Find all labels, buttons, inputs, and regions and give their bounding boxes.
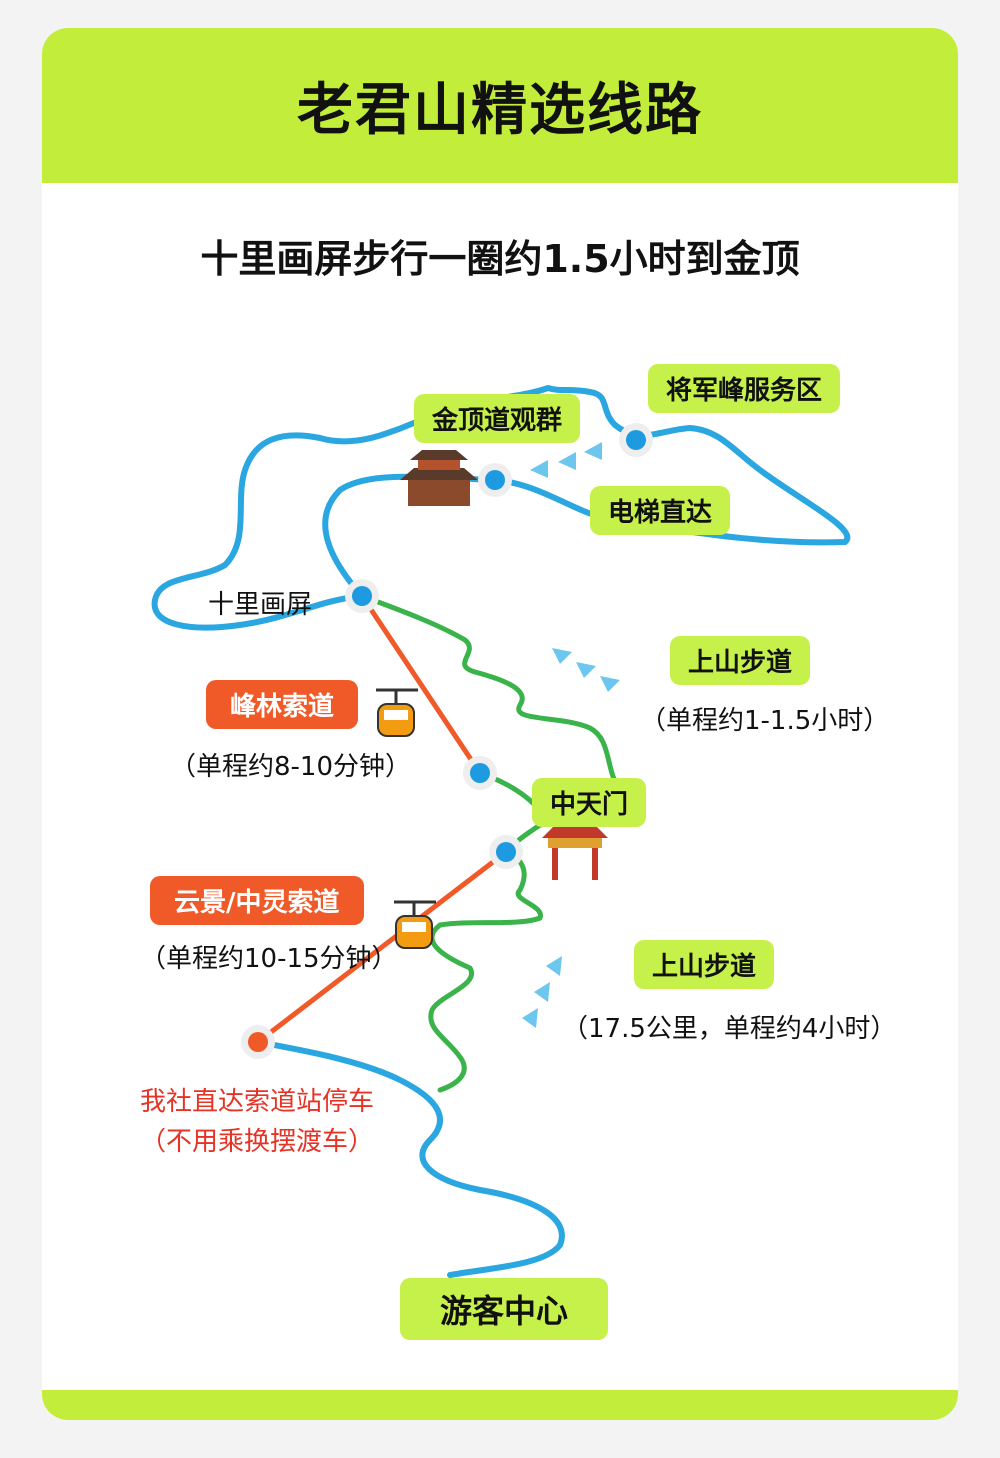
- node-shilihuaping: [345, 579, 379, 613]
- label-trail-upper-note: （单程约1-1.5小时）: [640, 706, 890, 736]
- label-trail-upper: 上山步道: [670, 636, 811, 685]
- cableway-fenglin: [359, 593, 483, 776]
- label-trail-lower-note: （17.5公里，单程约4小时）: [562, 1014, 897, 1044]
- header-bar: 老君山精选线路: [42, 28, 958, 183]
- cable-car-icon: [394, 900, 436, 949]
- label-trail-lower: 上山步道: [634, 940, 775, 989]
- parking-note: 我社直达索道站停车 （不用乘换摆渡车）: [140, 1082, 374, 1162]
- green-trail-lower: [428, 849, 543, 1093]
- arrow-icon: [522, 1008, 538, 1028]
- arrow-icon: [576, 662, 596, 678]
- parking-note-line2: （不用乘换摆渡车）: [140, 1127, 375, 1157]
- route-card: 老君山精选线路: [42, 28, 958, 1420]
- arrow-icon: [552, 648, 572, 664]
- node-jinding: [478, 463, 512, 497]
- page-title: 老君山精选线路: [297, 78, 703, 143]
- label-zhongtianmen: 中天门: [532, 778, 647, 827]
- arrow-icon: [600, 676, 620, 692]
- node-jiangjunfeng: [619, 423, 653, 457]
- label-jiangjunfeng: 将军峰服务区: [648, 364, 841, 413]
- station-nodes: [241, 423, 653, 1059]
- label-elevator: 电梯直达: [590, 486, 731, 535]
- arrow-icon: [558, 452, 576, 470]
- parking-note-line1: 我社直达索道站停车: [140, 1087, 375, 1117]
- label-fenglin-note: （单程约8-10分钟）: [170, 752, 412, 782]
- gate-icon: [542, 826, 608, 880]
- blue-trail-bottom: [255, 1039, 565, 1278]
- label-shilihuaping: 十里画屏: [208, 590, 313, 620]
- arrow-icon: [534, 982, 550, 1002]
- footer-bar: [42, 1390, 958, 1420]
- label-visitor-center: 游客中心: [400, 1278, 609, 1340]
- blue-trail-top-loop: [151, 385, 851, 631]
- subtitle: 十里画屏步行一圈约1.5小时到金顶: [200, 237, 800, 281]
- node-parking: [241, 1025, 275, 1059]
- cable-car-icon: [376, 688, 418, 737]
- cableway-yunjing: [255, 849, 509, 1045]
- label-yunjing-note: （单程约10-15分钟）: [140, 944, 398, 974]
- arrow-icon: [584, 442, 602, 460]
- label-fenglin-cableway: 峰林索道: [206, 680, 359, 729]
- label-jinding: 金顶道观群: [414, 394, 581, 443]
- node-zhongtianmen: [489, 835, 523, 869]
- temple-icon: [400, 450, 478, 506]
- direction-arrows: [522, 442, 620, 1028]
- arrow-icon: [530, 460, 548, 478]
- node-fenglin-top: [463, 756, 497, 790]
- arrow-icon: [546, 956, 562, 976]
- label-yunjing-cableway: 云景/中灵索道: [150, 876, 364, 925]
